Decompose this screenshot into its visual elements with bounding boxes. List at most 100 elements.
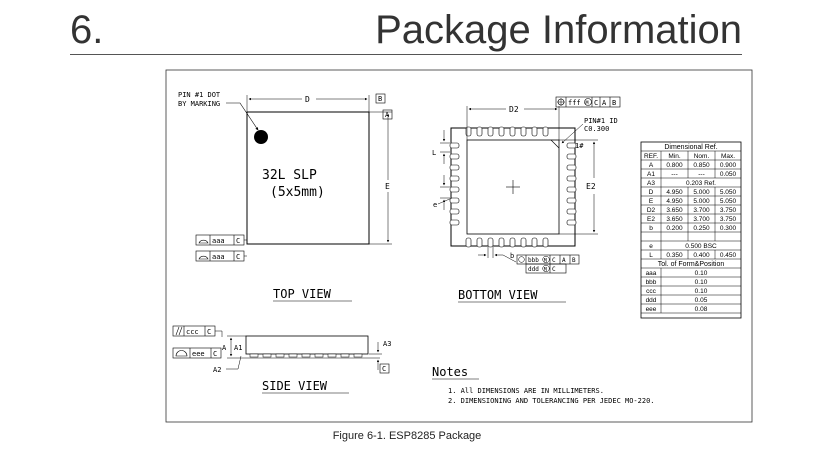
note-item-1: 1. All DIMENSIONS ARE IN MILLIMETERS. bbox=[448, 387, 604, 395]
table-cell: 5.050 bbox=[720, 198, 737, 205]
datum-b-label: B bbox=[378, 95, 382, 103]
position-frame-bottom-2: ddd M C bbox=[525, 263, 567, 274]
dim-a3-label: A3 bbox=[383, 340, 391, 348]
position-frame-bottom-1: bbb M C A B bbox=[516, 254, 580, 265]
table-cell: 0.050 bbox=[720, 171, 737, 178]
side-leads bbox=[249, 353, 363, 358]
fcf-b2-value: ddd bbox=[528, 266, 539, 273]
top-view: PIN #1 DOT BY MARKING 32L SLP (5x5mm) D … bbox=[178, 91, 393, 302]
position-frame-top: fff M C A B bbox=[555, 96, 621, 108]
tol2-value: aaa bbox=[212, 253, 225, 261]
fcf-top-c: C bbox=[594, 99, 598, 107]
bottom-view: D2 fff M C A B PIN#1 ID C0.300 1# E2 bbox=[432, 96, 621, 303]
table-cell: 0.203 Ref. bbox=[686, 180, 716, 187]
position-icon-2 bbox=[518, 256, 525, 263]
table-cell: 3.750 bbox=[720, 216, 737, 223]
top-package-outline bbox=[246, 111, 370, 245]
table-cell: A1 bbox=[647, 171, 655, 178]
package-label-line1: 32L SLP bbox=[262, 168, 317, 183]
fcf-b1-value: bbb bbox=[528, 257, 539, 264]
tol-cell: 0.10 bbox=[695, 288, 708, 295]
table-cell: 0.200 bbox=[666, 225, 683, 232]
top-view-title: TOP VIEW bbox=[273, 287, 332, 301]
tol-cell: ccc bbox=[646, 288, 657, 295]
tol2-datum: C bbox=[236, 253, 240, 261]
table-header: Max. bbox=[721, 153, 735, 160]
profile-surface-icon bbox=[198, 239, 209, 244]
figure-caption: Figure 6-1. ESP8285 Package bbox=[332, 430, 482, 442]
table-cell: E bbox=[649, 198, 654, 205]
dimension-table: Dimensional Ref. REF. Min. Nom. Max. A 0… bbox=[640, 141, 742, 319]
fcf-b2-m: M bbox=[544, 267, 547, 273]
dim-d-label: D bbox=[305, 95, 310, 104]
table-cell: D2 bbox=[647, 207, 656, 214]
parallel-value: ccc bbox=[186, 328, 199, 336]
table-cell: L bbox=[649, 252, 653, 259]
datum-a-box bbox=[382, 109, 393, 120]
tol-cell: bbb bbox=[646, 279, 657, 286]
table-cell: A3 bbox=[647, 180, 655, 187]
table-cell: 4.950 bbox=[666, 198, 683, 205]
dim-a2-label: A2 bbox=[213, 366, 221, 374]
parallel-datum: C bbox=[207, 328, 211, 336]
fcf-top-value: fff bbox=[568, 99, 581, 107]
pin1-id-line1: PIN#1 ID bbox=[584, 117, 618, 125]
pin1-id-line2: C0.300 bbox=[584, 125, 609, 133]
header-rule bbox=[70, 54, 742, 55]
table-title: Dimensional Ref. bbox=[664, 144, 717, 151]
dim-a1-label: A1 bbox=[234, 344, 242, 352]
table-cell: 3.700 bbox=[693, 207, 710, 214]
table-cell: 3.650 bbox=[666, 207, 683, 214]
table-cell: 0.500 BSC bbox=[685, 243, 717, 250]
tol-cell: 0.10 bbox=[695, 279, 708, 286]
note-item-2: 2. DIMENSIONING AND TOLERANCING PER JEDE… bbox=[448, 397, 655, 405]
fcf-b1-a: A bbox=[562, 257, 566, 264]
table-cell: A bbox=[649, 162, 654, 169]
table-cell: --- bbox=[698, 171, 705, 178]
tol-cell: eee bbox=[646, 306, 657, 313]
table-cell: e bbox=[649, 243, 653, 250]
profile-surface-icon-2 bbox=[198, 255, 209, 260]
flat-datum: C bbox=[213, 350, 217, 358]
section-title: Package Information bbox=[375, 8, 742, 52]
dim-e2-label: E2 bbox=[586, 182, 596, 191]
tol-cell: aaa bbox=[646, 270, 657, 277]
pads-left bbox=[449, 142, 460, 226]
tol-cell: ddd bbox=[646, 297, 657, 304]
pin1-leader bbox=[226, 102, 259, 131]
dim-d2-label: D2 bbox=[509, 105, 519, 114]
table-cell: 4.950 bbox=[666, 189, 683, 196]
table-cell: --- bbox=[671, 171, 678, 178]
datum-c-box bbox=[379, 363, 390, 374]
fcf-top-m: M bbox=[586, 101, 589, 107]
side-view: ccc C eee C A A1 A2 bbox=[172, 325, 391, 394]
fcf-b1-c: C bbox=[552, 257, 556, 264]
dim-a-label: A bbox=[222, 344, 227, 352]
notes-title: Notes bbox=[432, 365, 468, 379]
pads-top bbox=[465, 126, 549, 137]
pin1-label-line1: PIN #1 DOT bbox=[178, 91, 221, 99]
notes: Notes 1. All DIMENSIONS ARE IN MILLIMETE… bbox=[432, 365, 655, 405]
table-cell: 0.450 bbox=[720, 252, 737, 259]
tolerance-frame-1: aaa C bbox=[195, 234, 247, 246]
table-cell: 0.850 bbox=[693, 162, 710, 169]
parallelism-icon bbox=[175, 326, 180, 336]
flatness-frame: eee C bbox=[172, 347, 222, 359]
package-label-line2: (5x5mm) bbox=[270, 185, 325, 200]
dim-b-label: b bbox=[510, 252, 514, 260]
table-cell: 0.800 bbox=[666, 162, 683, 169]
tol-cell: 0.10 bbox=[695, 270, 708, 277]
section-number: 6. bbox=[70, 8, 104, 52]
tol-cell: 0.08 bbox=[695, 306, 708, 313]
datum-b-box bbox=[375, 93, 386, 104]
table-cell: 0.300 bbox=[720, 225, 737, 232]
table-cell: 5.050 bbox=[720, 189, 737, 196]
pads-bottom bbox=[465, 237, 549, 248]
dim-l-label: L bbox=[432, 149, 436, 157]
table-cell: b bbox=[649, 225, 653, 232]
fcf-b1-m: M bbox=[544, 258, 547, 264]
fcf-top-b: B bbox=[612, 99, 616, 107]
pin1-label-line2: BY MARKING bbox=[178, 100, 220, 108]
table-header: REF. bbox=[644, 153, 658, 160]
